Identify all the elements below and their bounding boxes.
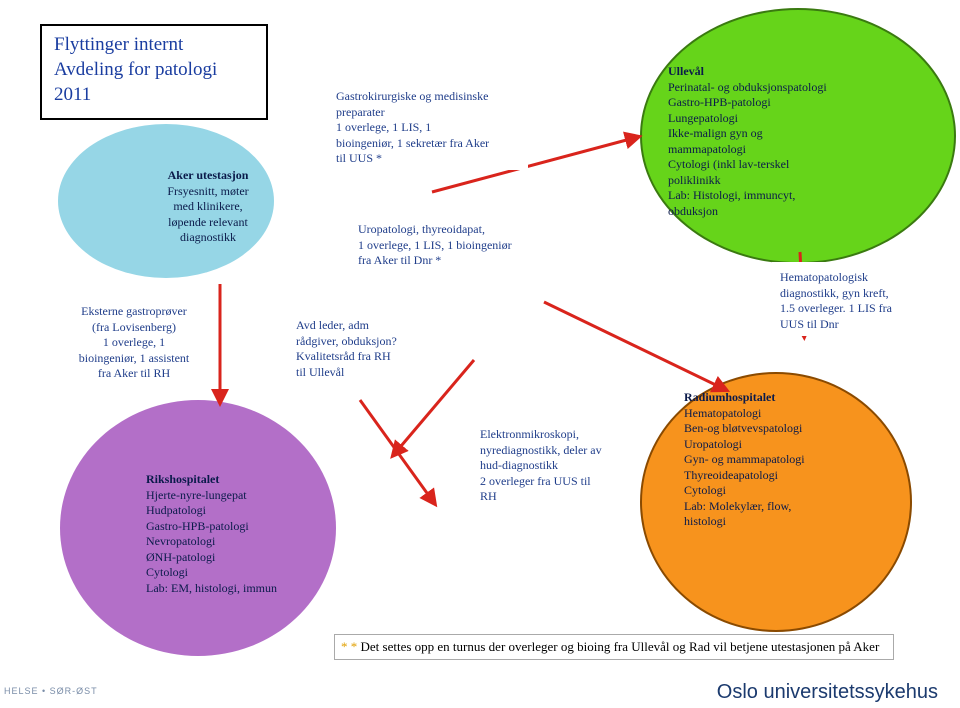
radium-line: Hematopatologi — [684, 405, 762, 420]
eksterne-line: 1 overlege, 1 — [102, 335, 166, 349]
elektro-line: hud-diagnostikk — [480, 458, 558, 472]
gastro-text: Gastrokirurgiske og medisinske preparate… — [336, 89, 489, 167]
hemato-line: Hematopatologisk — [780, 270, 868, 284]
radium-line: Uropatologi — [684, 436, 742, 451]
rikshospitalet-heading: Rikshospitalet — [146, 472, 220, 486]
riks-line: Cytologi — [146, 565, 189, 579]
ulleval-line: Lungepatologi — [668, 110, 738, 125]
riks-line: Lab: EM, histologi, immun — [146, 580, 277, 595]
footer-org-name: Oslo universitetssykehus — [716, 681, 938, 703]
ulleval-line: Lab: Histologi, immuncyt, — [668, 188, 796, 202]
title-line-3: 2011 — [54, 84, 92, 105]
riks-line: Gastro-HPB-patologi — [146, 518, 249, 533]
gastro-box — [328, 84, 528, 170]
ulleval-heading: Ullevål — [668, 64, 704, 78]
hemato-text: Hematopatologisk diagnostikk, gyn kreft,… — [780, 270, 892, 332]
aker-line: løpende relevant — [168, 214, 248, 229]
rikshospitalet-ellipse — [60, 400, 336, 656]
ulleval-line: obduksjon — [668, 203, 719, 218]
helse-sor-ost-logo: HELSE • SØR-ØST — [4, 686, 98, 696]
eksterne-line: fra Aker til RH — [97, 366, 171, 380]
ulleval-line: Ikke-malign gyn og — [668, 126, 763, 140]
radium-line: Gyn- og mammapatologi — [684, 452, 805, 466]
footnote-box: * * Det settes opp en turnus der overleg… — [334, 634, 894, 660]
elektro-line: RH — [480, 489, 497, 503]
uro-line: 1 overlege, 1 LIS, 1 bioingeniør — [358, 237, 512, 252]
arrow-uro-to-radium — [543, 300, 731, 393]
ulleval-text: Ullevål Perinatal- og obduksjonspatologi… — [668, 64, 827, 219]
aker-utestasjon-text: Aker utestasjon Frsyesnitt, møter med kl… — [160, 168, 256, 246]
radium-line: Thyreoideapatologi — [684, 467, 778, 482]
ulleval-line: poliklinikk — [668, 172, 721, 187]
ulleval-line: Cytologi (inkl lav-terskel — [668, 157, 790, 171]
aker-utestasjon-ellipse — [58, 124, 274, 278]
hemato-line: diagnostikk, gyn kreft, — [780, 285, 889, 300]
riks-line: Hjerte-nyre-lungepat — [146, 487, 247, 502]
ulleval-line: Perinatal- og obduksjonspatologi — [668, 79, 827, 94]
hemato-box — [772, 262, 956, 336]
radium-line: Lab: Molekylær, flow, — [684, 498, 792, 513]
footnote-text: Det settes opp en turnus der overleger o… — [357, 639, 880, 654]
radiumhospitalet-heading: Radiumhospitalet — [684, 390, 776, 404]
arrow-avd-to-elektro — [358, 399, 438, 508]
uro-box — [352, 216, 544, 276]
riks-line: ØNH-patologi — [146, 549, 216, 564]
avd-line: rådgiver, obduksjon? — [296, 333, 397, 348]
radiumhospitalet-ellipse — [640, 372, 912, 632]
avd-line: Kvalitetsråd fra RH — [296, 349, 391, 363]
uro-text: Uropatologi, thyreoidapat, 1 overlege, 1… — [358, 222, 512, 269]
title-line-2: Avdeling for patologi — [54, 59, 218, 80]
avd-line: til Ullevål — [296, 364, 345, 379]
title-box: Flyttinger internt Avdeling for patologi… — [40, 24, 268, 120]
elektro-line: nyrediagnostikk, deler av — [480, 442, 602, 457]
riks-line: Hudpatologi — [146, 503, 206, 517]
radiumhospitalet-text: Radiumhospitalet Hematopatologi Ben-og b… — [684, 390, 805, 530]
aker-line: diagnostikk — [180, 230, 236, 244]
elektro-text: Elektronmikroskopi, nyrediagnostikk, del… — [480, 427, 602, 505]
gastro-line: bioingeniør, 1 sekretær fra Aker — [336, 135, 490, 150]
avd-box — [290, 310, 410, 396]
avd-text: Avd leder, adm rådgiver, obduksjon? Kval… — [296, 318, 397, 380]
elektro-line: Elektronmikroskopi, — [480, 427, 579, 441]
aker-line: med klinikere, — [173, 199, 243, 213]
ulleval-ellipse — [640, 8, 956, 264]
radium-line: Ben-og bløtvevspatologi — [684, 421, 803, 435]
ulleval-line: mammapatologi — [668, 141, 746, 156]
eksterne-line: bioingeniør, 1 assistent — [78, 350, 190, 365]
eksterne-text: Eksterne gastroprøver (fra Lovisenberg) … — [62, 304, 206, 382]
uro-line: Uropatologi, thyreoidapat, — [358, 222, 485, 236]
gastro-line: Gastrokirurgiske og medisinske — [336, 89, 489, 103]
uro-line: fra Aker til Dnr * — [358, 253, 442, 267]
gastro-line: til UUS * — [336, 151, 383, 165]
title-line-1: Flyttinger internt — [54, 34, 184, 55]
elektro-line: 2 overleger fra UUS til — [480, 473, 591, 488]
logo-text: HELSE • SØR-ØST — [4, 686, 98, 696]
aker-utestasjon-heading: Aker utestasjon — [167, 168, 249, 182]
avd-line: Avd leder, adm — [296, 318, 369, 332]
elektro-box — [472, 418, 628, 514]
riks-line: Nevropatologi — [146, 534, 216, 548]
gastro-line: 1 overlege, 1 LIS, 1 — [336, 120, 432, 134]
hemato-line: UUS til Dnr — [780, 316, 839, 331]
aker-line: Frsyesnitt, møter — [167, 183, 249, 198]
eksterne-line: (fra Lovisenberg) — [91, 319, 177, 334]
hemato-line: 1.5 overleger. 1 LIS fra — [780, 301, 892, 315]
eksterne-line: Eksterne gastroprøver — [81, 304, 187, 318]
gastro-line: preparater — [336, 104, 385, 119]
radium-line: histologi — [684, 514, 727, 528]
rikshospitalet-text: Rikshospitalet Hjerte-nyre-lungepat Hudp… — [146, 472, 277, 596]
ulleval-line: Gastro-HPB-patologi — [668, 95, 771, 109]
footnote-stars: * * — [341, 639, 358, 654]
radium-line: Cytologi — [684, 483, 727, 497]
eksterne-box — [60, 296, 208, 396]
